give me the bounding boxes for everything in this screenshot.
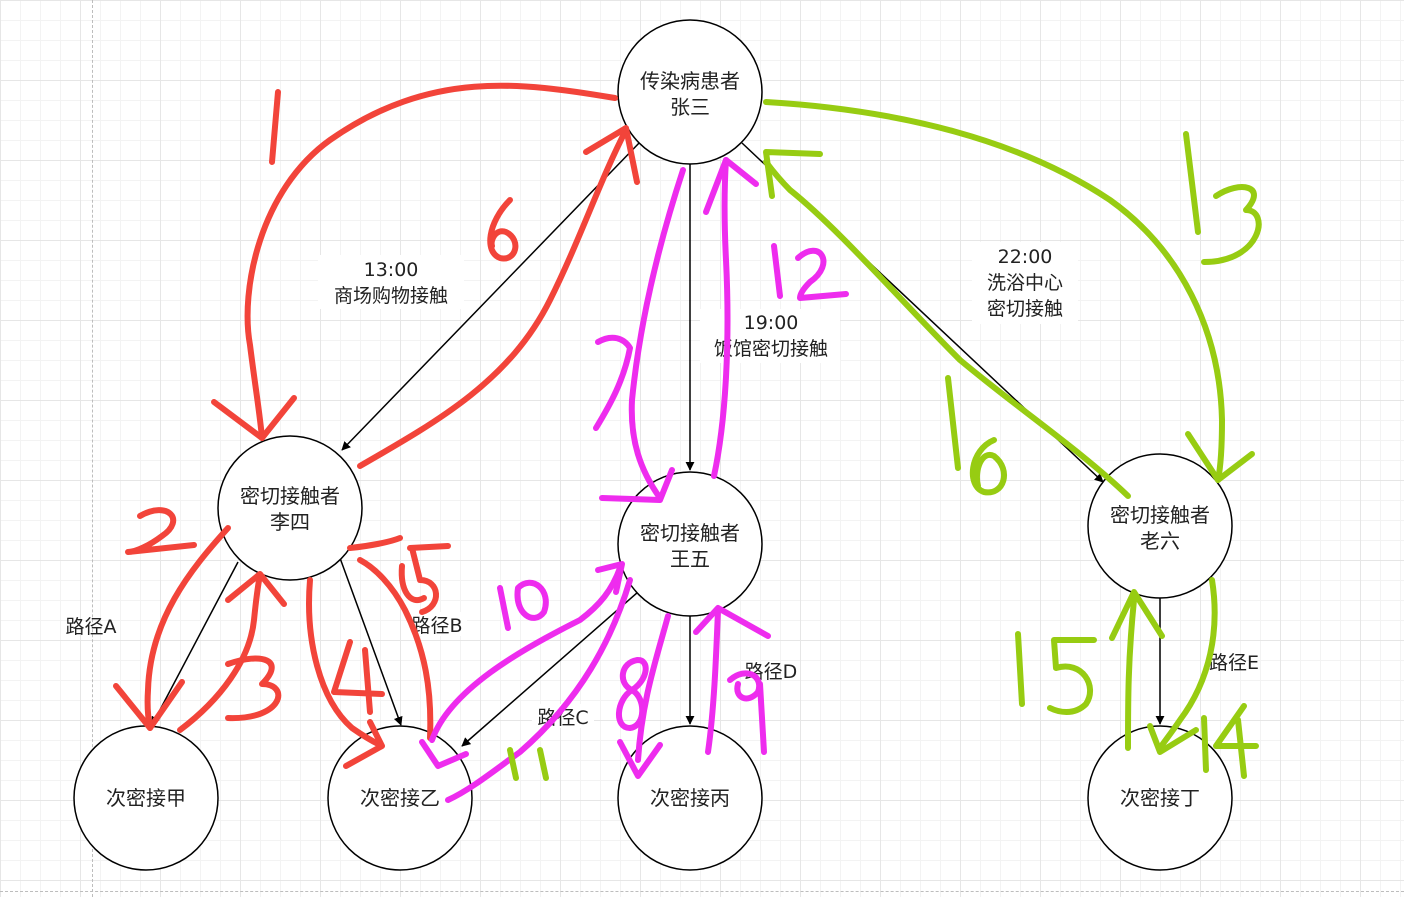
edge-label-line: 19:00 [744,312,799,334]
edge-zhangsan-wangwu[interactable]: 19:00 饭馆密切接触 [685,164,840,471]
edge-lisi-yi[interactable]: 路径B [339,557,467,726]
node-label-line: 李四 [270,510,310,534]
node-ding[interactable]: 次密接丁 [1087,725,1233,871]
node-label-line: 密切接触者 [240,484,340,508]
red-arrowhead-4 [343,719,385,769]
node-label-line: 次密接丙 [650,786,730,810]
green-annotations [507,99,1262,781]
green-arrowhead-15 [1109,589,1165,641]
green-digit-14 [1201,703,1259,779]
red-digit-2 [125,507,197,555]
magenta-arrow-11 [445,577,633,803]
green-arrow-15 [1125,597,1137,751]
node-bing[interactable]: 次密接丙 [617,725,763,871]
red-annotations [113,82,640,769]
green-digit-16 [945,375,1007,496]
magenta-arrow-12 [711,157,731,479]
magenta-arrowhead-7 [599,467,675,503]
magenta-arrowhead-9 [693,605,771,639]
red-arrow-5 [357,557,434,741]
node-label-line: 密切接触者 [1110,503,1210,527]
magenta-digit-7 [593,334,633,431]
edge-label-line: 路径A [66,616,117,638]
magenta-arrowhead-12 [703,157,759,215]
red-arrow-2 [144,525,231,731]
green-arrowhead-14 [1147,723,1199,755]
magenta-digit-8 [616,657,649,731]
red-digit-5 [398,543,451,615]
edge-label-line: 22:00 [998,246,1053,268]
edge-label-line: 密切接触 [987,298,1063,320]
edge-label-line: 路径E [1209,652,1259,674]
green-digit-15 [1015,631,1097,715]
magenta-digit-10 [497,579,549,631]
node-zhangsan[interactable]: 传染病患者 张三 [617,19,763,165]
horizontal-guide-line [0,891,1404,892]
red-arrow-6 [357,127,629,469]
red-arrowhead-3 [225,571,287,607]
magenta-digit-12 [771,243,849,301]
red-digit-3 [225,655,282,722]
red-arrow-1 [244,82,618,441]
edge-wangwu-bing[interactable]: 路径D [685,616,797,725]
edge-laoliu-ding[interactable]: 路径E [1155,598,1259,725]
red-arrowhead-5 [347,535,403,551]
red-arrow-3 [177,572,263,733]
node-label-line: 老六 [1140,529,1180,553]
magenta-arrowhead-11 [419,739,469,769]
red-arrowhead-1 [211,395,297,441]
magenta-arrow-10 [429,565,623,743]
vertical-guide-line [92,0,93,897]
node-lisi[interactable]: 密切接触者 李四 [217,435,363,581]
green-arrowhead-16 [763,149,823,199]
red-digit-6 [487,197,519,262]
node-wangwu[interactable]: 密切接触者 王五 [617,471,763,617]
magenta-arrowhead-8 [617,739,663,779]
edge-lisi-jia[interactable]: 路径A [66,561,239,726]
edge-label-line: 商场购物接触 [334,285,448,307]
green-digit-13 [1183,131,1262,265]
red-arrow-4 [306,577,383,748]
node-label-line: 次密接乙 [360,786,440,810]
red-digit-1 [269,89,281,165]
edge-label-line: 洗浴中心 [987,272,1063,294]
node-label-line: 次密接丁 [1120,786,1200,810]
node-label-line: 密切接触者 [640,521,740,545]
magenta-arrowhead-10 [595,561,625,595]
green-arrow-13 [763,99,1225,483]
magenta-annotations [419,157,849,803]
edge-label-line: 路径B [411,615,462,637]
red-digit-4 [331,639,385,715]
edge-zhangsan-lisi[interactable]: 13:00 商场购物接触 [318,139,643,451]
green-digit-11 [507,747,549,781]
node-label-line: 次密接甲 [106,786,186,810]
node-label-line: 张三 [670,95,710,119]
node-jia[interactable]: 次密接甲 [73,725,219,871]
red-arrowhead-2 [113,679,185,731]
red-arrowhead-6 [583,125,640,185]
green-arrowhead-13 [1185,431,1255,483]
edge-label-line: 13:00 [364,259,419,281]
node-label-line: 传染病患者 [640,69,740,93]
magenta-arrow-8 [635,613,671,763]
magenta-arrow-7 [628,167,686,501]
green-arrow-14 [1157,577,1218,751]
node-label-line: 王五 [670,547,710,571]
magenta-digit-9 [727,670,767,755]
magenta-arrow-9 [705,607,721,755]
green-arrow-16 [763,159,1131,499]
edge-label-line: 饭馆密切接触 [714,338,828,360]
